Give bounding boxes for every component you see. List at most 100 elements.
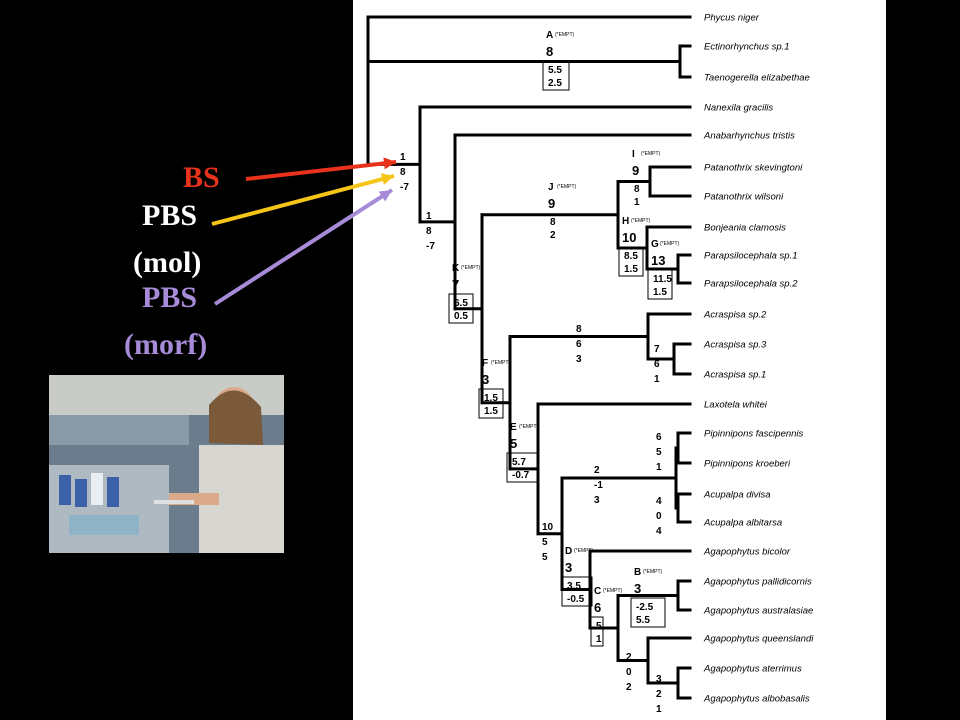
node-box-G — [647, 269, 673, 300]
node-tag-A: (*EMPT) — [555, 32, 575, 38]
node-tag-C: (*EMPT) — [603, 588, 623, 594]
support-qld: 2 — [626, 652, 632, 663]
pbs-morf-arrow-head — [378, 190, 392, 202]
support-qld: 0 — [626, 667, 632, 678]
support-acraspisa: 8 — [576, 324, 582, 335]
taxon-label: Acupalpa albitarsa — [703, 518, 782, 529]
node-box-H — [618, 246, 644, 277]
node-score-H: 10 — [622, 230, 636, 245]
support-acu: 4 — [656, 496, 662, 507]
node-val-A: 2.5 — [548, 78, 562, 89]
bs-arrow-shaft — [245, 160, 397, 181]
taxon-label: Agapophytus aterrimus — [703, 664, 802, 675]
taxon-label: Acraspisa sp.3 — [703, 340, 767, 351]
node-letter-D: D — [565, 546, 572, 557]
node-score-K: 7 — [452, 277, 459, 292]
node-val-H: 8.5 — [624, 251, 638, 262]
taxon-label: Agapophytus pallidicornis — [703, 577, 812, 588]
support-pip_acu: -1 — [594, 480, 603, 491]
node-box-B — [630, 597, 666, 628]
node-val-F: 1.5 — [484, 393, 498, 404]
node-val-H: 1.5 — [624, 264, 638, 275]
node-box-K — [448, 293, 474, 324]
node-val-D: -0.5 — [567, 594, 585, 605]
support-root: 8 — [400, 167, 406, 178]
node-tag-F: (*EMPT) — [491, 360, 511, 366]
node-tag-B: (*EMPT) — [643, 569, 663, 575]
node-box-E — [506, 452, 538, 483]
taxon-label: Nanexila gracilis — [704, 103, 773, 114]
node-tag-E: (*EMPT) — [519, 424, 539, 430]
legend-bs-label: BS — [183, 161, 220, 194]
node-score-F: 3 — [482, 372, 489, 387]
node-score-C: 6 — [594, 600, 601, 615]
taxon-label: Parapsilocephala sp.1 — [704, 251, 797, 262]
support-acr_inner: 7 — [654, 344, 660, 355]
support-e_base: 10 — [542, 522, 554, 533]
taxon-label: Ectinorhynchus sp.1 — [704, 42, 790, 53]
taxon-label: Acupalpa divisa — [703, 490, 771, 501]
node-tag-G: (*EMPT) — [660, 241, 680, 247]
node-val-G: 11.5 — [653, 274, 672, 285]
node-val-E: 5.7 — [512, 457, 526, 468]
taxon-label: Taenogerella elizabethae — [704, 73, 810, 84]
node-box-A — [542, 60, 570, 91]
node-letter-F: F — [482, 358, 488, 369]
node-score-B: 3 — [634, 581, 641, 596]
node-val-B: 5.5 — [636, 615, 650, 626]
taxon-label: Phycus niger — [704, 13, 760, 24]
taxon-label: Parapsilocephala sp.2 — [704, 279, 798, 290]
node-score-A: 8 — [546, 44, 553, 59]
support-n2: 1 — [426, 211, 432, 222]
support-ater: 1 — [656, 704, 662, 715]
node-letter-A: A — [546, 30, 553, 41]
node-letter-J: J — [548, 182, 554, 193]
node-box-D — [561, 576, 593, 607]
node-score-I: 9 — [632, 163, 639, 178]
node-letter-H: H — [622, 216, 629, 227]
support-n2: 8 — [426, 226, 432, 237]
taxon-label: Pipinnipons fascipennis — [704, 429, 804, 440]
support-acu: 0 — [656, 511, 662, 522]
node-score-D: 3 — [565, 560, 572, 575]
node-val-J: 2 — [550, 230, 556, 241]
support-acraspisa: 3 — [576, 354, 582, 365]
node-val-K: 6.5 — [454, 298, 468, 309]
taxon-label: Pipinnipons kroeberi — [704, 459, 791, 470]
node-val-I: 1 — [634, 197, 640, 208]
node-letter-G: G — [651, 239, 659, 250]
support-pip: 5 — [656, 447, 662, 458]
support-qld: 2 — [626, 682, 632, 693]
node-val-D: 3.5 — [567, 581, 581, 592]
support-e_base: 5 — [542, 552, 548, 563]
support-acu: 4 — [656, 526, 662, 537]
taxon-label: Acraspisa sp.2 — [703, 310, 767, 321]
node-tag-K: (*EMPT) — [461, 265, 481, 271]
node-letter-B: B — [634, 567, 641, 578]
support-pip_acu: 2 — [594, 465, 600, 476]
taxon-label: Patanothrix wilsoni — [704, 192, 784, 203]
node-val-G: 1.5 — [653, 287, 667, 298]
pbs-mol-arrow-head — [380, 173, 394, 185]
node-val-C: 1 — [596, 634, 602, 645]
legend-mol-label: (mol) — [133, 246, 202, 279]
node-val-I: 8 — [634, 184, 640, 195]
node-box-F — [478, 388, 504, 419]
node-val-E: -0.7 — [512, 470, 530, 481]
legend-morf-label: (morf) — [124, 328, 208, 361]
support-root: -7 — [400, 182, 409, 193]
node-letter-K: K — [452, 263, 460, 274]
support-pip: 6 — [656, 432, 662, 443]
taxon-label: Agapophytus bicolor — [703, 547, 791, 558]
support-acr_inner: 6 — [654, 359, 660, 370]
node-val-B: -2.5 — [636, 602, 654, 613]
taxon-label: Anabarhynchus tristis — [703, 131, 795, 142]
node-score-E: 5 — [510, 436, 517, 451]
taxon-label: Laxotela whitei — [704, 400, 768, 411]
support-ater: 3 — [656, 674, 662, 685]
node-score-G: 13 — [651, 253, 665, 268]
legend-pbs-morf-label: PBS — [142, 281, 198, 314]
support-ater: 2 — [656, 689, 662, 700]
taxon-label: Agapophytus australasiae — [703, 606, 813, 617]
